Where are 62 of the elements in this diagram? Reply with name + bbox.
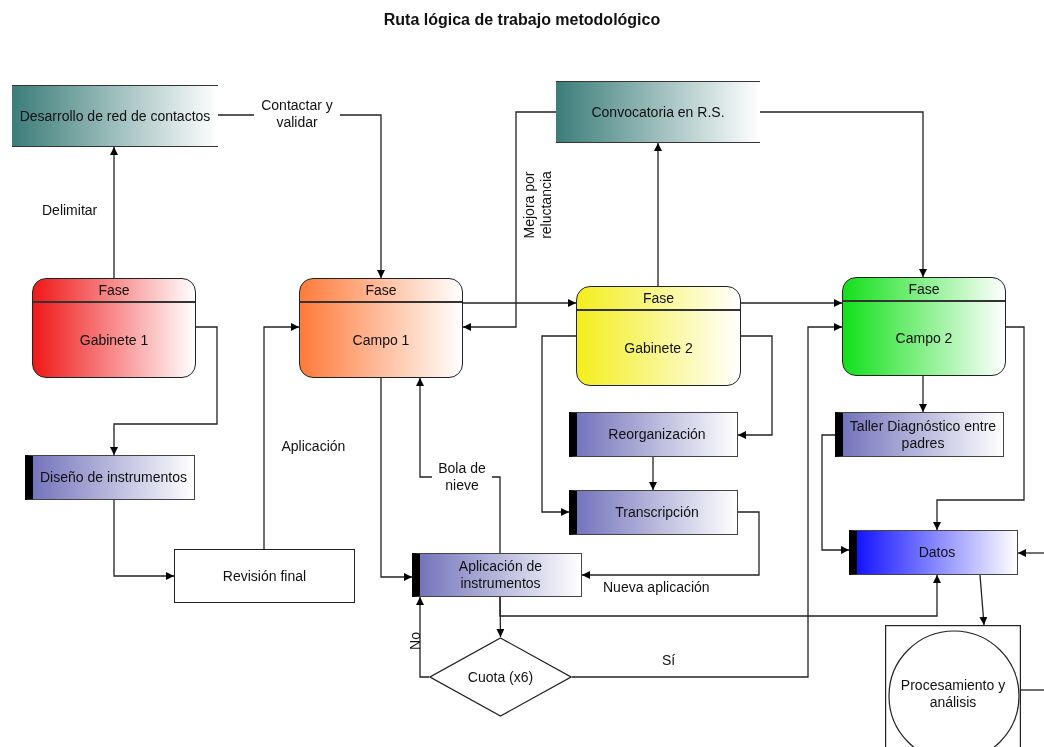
phase-name: Campo 2 bbox=[894, 330, 954, 347]
phase-header: Fase bbox=[843, 278, 1005, 302]
diagram-title: Ruta lógica de trabajo metodológico bbox=[382, 11, 662, 29]
connector-line bbox=[1020, 689, 1044, 691]
arrow bbox=[737, 335, 773, 439]
arrow bbox=[979, 574, 988, 626]
box-label: Transcripción bbox=[614, 504, 700, 521]
task-box bbox=[835, 412, 1004, 457]
phase-name: Gabinete 1 bbox=[78, 331, 150, 349]
task-box bbox=[569, 490, 738, 535]
phase-header: Fase bbox=[33, 279, 195, 303]
arrow bbox=[759, 111, 927, 278]
box-label: Reorganización bbox=[607, 426, 707, 443]
box-label: Taller Diagnóstico entre padres bbox=[848, 417, 998, 452]
process-box bbox=[12, 85, 218, 147]
task-box bbox=[25, 455, 195, 500]
arrow bbox=[113, 499, 175, 580]
box-label: Datos bbox=[917, 544, 957, 561]
arrow bbox=[649, 456, 657, 491]
data-store-symbol bbox=[885, 625, 1021, 747]
box-label: Procesamiento y análisis bbox=[899, 677, 1007, 711]
arrow bbox=[919, 375, 927, 413]
task-box bbox=[569, 412, 738, 457]
arrow bbox=[740, 299, 843, 307]
arrow bbox=[263, 323, 300, 550]
box-label: Convocatoria en R.S. bbox=[590, 103, 726, 121]
phase-box bbox=[576, 286, 741, 386]
arrow bbox=[571, 323, 843, 678]
arrow bbox=[933, 326, 1025, 531]
arrow bbox=[462, 299, 577, 307]
box-label: Aplicación de instrumentos bbox=[457, 558, 544, 592]
phase-name: Gabinete 2 bbox=[623, 339, 694, 357]
arrow bbox=[1017, 549, 1044, 557]
phase-name: Campo 1 bbox=[351, 331, 411, 349]
arrow bbox=[110, 326, 218, 456]
arrow bbox=[462, 111, 557, 331]
edge-label: Mejora por reluctancia bbox=[521, 170, 555, 241]
task-box bbox=[412, 553, 582, 597]
process-box bbox=[174, 549, 355, 603]
arrow bbox=[499, 574, 941, 617]
edge-label: Aplicación bbox=[281, 438, 346, 455]
process-box bbox=[556, 81, 760, 143]
arrow bbox=[821, 434, 850, 554]
box-label: Revisión final bbox=[221, 567, 308, 585]
phase-box bbox=[32, 278, 196, 378]
arrow bbox=[380, 377, 413, 581]
arrow bbox=[581, 511, 760, 579]
arrow bbox=[416, 596, 430, 678]
phase-header: Fase bbox=[300, 279, 462, 303]
arrow bbox=[110, 146, 118, 279]
phase-box bbox=[299, 278, 463, 378]
task-box bbox=[849, 530, 1018, 575]
box-label: Cuota (x6) bbox=[466, 668, 535, 686]
box-label: Desarrollo de red de contactos bbox=[18, 107, 212, 125]
phase-header: Fase bbox=[577, 287, 740, 311]
phase-box bbox=[842, 277, 1006, 376]
arrow bbox=[654, 142, 662, 287]
box-label: Diseño de instrumentos bbox=[38, 469, 189, 486]
decision-diamond bbox=[429, 637, 572, 717]
arrow bbox=[541, 335, 577, 516]
edge-label: Nueva aplicación bbox=[603, 579, 710, 596]
edge-label: No bbox=[407, 631, 424, 652]
